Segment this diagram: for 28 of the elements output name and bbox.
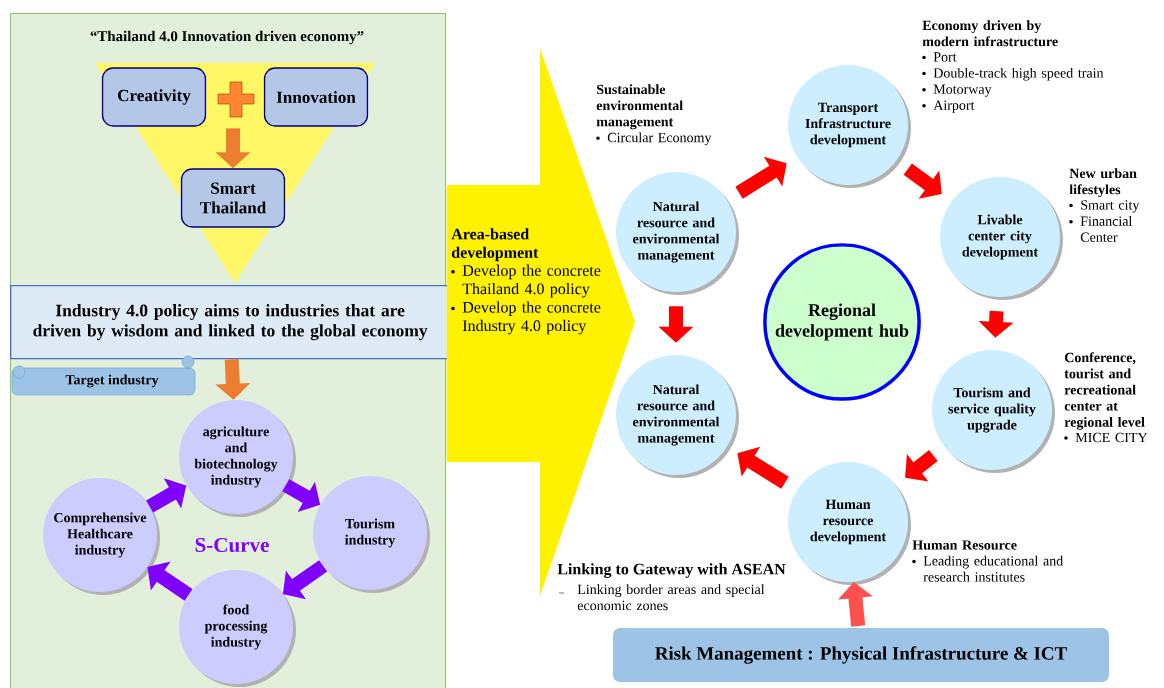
bullet-item: Financial Center <box>1080 216 1133 242</box>
block-arrow <box>905 450 938 482</box>
note-heading: Economy driven by modern infrastructure <box>922 20 1058 47</box>
bullet-item: Motorway <box>933 84 992 97</box>
block-arrow <box>735 156 787 199</box>
note-heading: Sustainable environmental management <box>596 84 683 130</box>
note-heading: New urban lifestyles <box>1069 168 1137 198</box>
bullet-item: Double-track high speed train <box>933 67 1104 81</box>
center-label: S-Curve <box>195 537 269 553</box>
note-text: Linking border areas and special economic zones <box>577 584 765 611</box>
concept-box: Innovation <box>263 67 369 127</box>
concept-box: Smart Thailand <box>180 168 286 228</box>
bullet-item: Smart city <box>1081 200 1140 213</box>
bullet-item: Airport <box>933 100 975 113</box>
note-heading: Area-based development <box>451 228 539 262</box>
bullet-item: Circular Economy <box>607 132 712 146</box>
bullet-item: Develop the concrete Thailand 4.0 policy <box>462 264 601 298</box>
bullet-item: Develop the concrete Industry 4.0 policy <box>462 301 601 335</box>
concept-box: Creativity <box>101 67 207 127</box>
bullet-item: MICE CITY <box>1075 432 1148 443</box>
scroll-banner: Target industry <box>11 355 196 396</box>
policy-box: Industry 4.0 policy aims to industries that are driven by wisdom and linked to the global economy <box>10 285 451 360</box>
note-heading: Linking to Gateway with ASEAN <box>557 563 786 578</box>
risk-box: Risk Management : Physical Infrastructure & ICT <box>611 626 1111 684</box>
bullet-item: Port <box>933 52 957 62</box>
bullet-item: Leading educational and research institutes <box>923 555 1064 582</box>
note-heading: Conference, tourist and recreational center at regional level <box>1064 352 1145 430</box>
note-heading: Human Resource <box>912 540 1017 550</box>
